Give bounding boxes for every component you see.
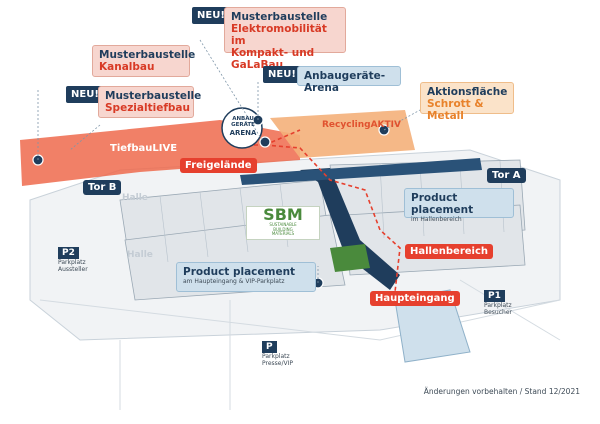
halle-label-top: Halle (122, 193, 148, 203)
spezial-title: Musterbaustelle (105, 90, 202, 102)
p-badge: P (262, 341, 277, 353)
callout-kanalbau: Musterbaustelle Kanalbau (92, 45, 196, 77)
halle-label-left: Halle (127, 250, 153, 260)
aktion-title: Aktionsfläche (427, 86, 508, 98)
arena-logo-text: ANBAU GERÄTE ARENA (227, 116, 259, 137)
tiefbau-label: TiefbauLIVE (110, 143, 178, 154)
recycling-area (270, 110, 415, 158)
callout-spezial: Musterbaustelle Spezialtiefbau (98, 86, 202, 118)
p-sub2: Presse/VIP (262, 360, 293, 367)
callout-product-haupt: Product placement am Haupteingang & VIP-… (176, 262, 316, 292)
parking-p1: P1 Parkplatz Besucher (484, 283, 512, 316)
p2-sub1: Parkplatz (58, 259, 86, 266)
neu-badge-spezial: NEU! (66, 86, 104, 103)
p1-sub1: Parkplatz (484, 302, 512, 309)
arena-logo-circle (221, 107, 263, 149)
product-hallen-title: Product placement (411, 192, 474, 216)
product-haupt-title: Product placement (183, 266, 296, 278)
sbm-logo: SBM SUSTAINABLE BUILDING MATERIALS (246, 206, 320, 240)
green-product-area (330, 244, 370, 272)
callout-aktion: Aktionsfläche Schrott & Metall (420, 82, 514, 122)
p2-sub2: Aussteller (58, 266, 88, 273)
p2-badge: P2 (58, 247, 79, 259)
parking-p2: P2 Parkplatz Aussteller (58, 240, 88, 273)
sbm-sub3: MATERIALS (271, 231, 295, 237)
spezial-sub: Spezialtiefbau (105, 102, 190, 114)
kanal-sub: Kanalbau (99, 61, 155, 73)
neu-badge-arena: NEU! (263, 66, 301, 83)
callout-product-hallen: Product placement im Hallenbereich (404, 188, 514, 223)
label-tor-a: Tor A (487, 168, 526, 183)
marker-pin-emob (259, 136, 271, 148)
neu-badge-emob: NEU! (192, 7, 230, 24)
callout-emob: Musterbaustelle Elektromobilität im Komp… (224, 7, 346, 71)
label-freigelaende: Freigelände (180, 158, 257, 173)
p-sub1: Parkplatz (262, 353, 290, 360)
arena-logo-mid: GERÄTE (231, 122, 255, 129)
corridor-top (240, 158, 482, 185)
arena-logo-bot: ARENA (229, 128, 257, 137)
label-hallenbereich: Hallenbereich (405, 244, 494, 259)
kanal-title: Musterbaustelle (99, 49, 196, 61)
product-haupt-sub: am Haupteingang & VIP-Parkplatz (183, 278, 285, 285)
walk-route (264, 144, 401, 293)
main-corridor (300, 168, 400, 290)
label-haupteingang: Haupteingang (370, 291, 460, 306)
road-lines (39, 279, 561, 410)
callout-arena: Anbaugeräte-Arena (297, 66, 401, 94)
parking-p: P Parkplatz Presse/VIP (262, 334, 293, 367)
emob-sub1: Elektromobilität im (231, 23, 327, 47)
p1-sub2: Besucher (484, 309, 512, 316)
p1-badge: P1 (484, 290, 505, 302)
sbm-title: SBM (263, 205, 303, 224)
sbm-sub1: SUSTAINABLE (269, 222, 297, 227)
arena-label: Anbaugeräte-Arena (304, 70, 386, 94)
sbm-sub2: BUILDING (273, 226, 293, 232)
aktion-sub: Schrott & Metall (427, 98, 484, 122)
label-tor-b: Tor B (83, 180, 122, 195)
product-hallen-sub: im Hallenbereich (411, 216, 462, 223)
recycling-label: RecyclingAKTIV (322, 120, 401, 130)
emob-title: Musterbaustelle (231, 11, 328, 23)
footer-note: Änderungen vorbehalten / Stand 12/2021 (423, 387, 580, 396)
arena-logo-top: ANBAU (232, 116, 254, 122)
